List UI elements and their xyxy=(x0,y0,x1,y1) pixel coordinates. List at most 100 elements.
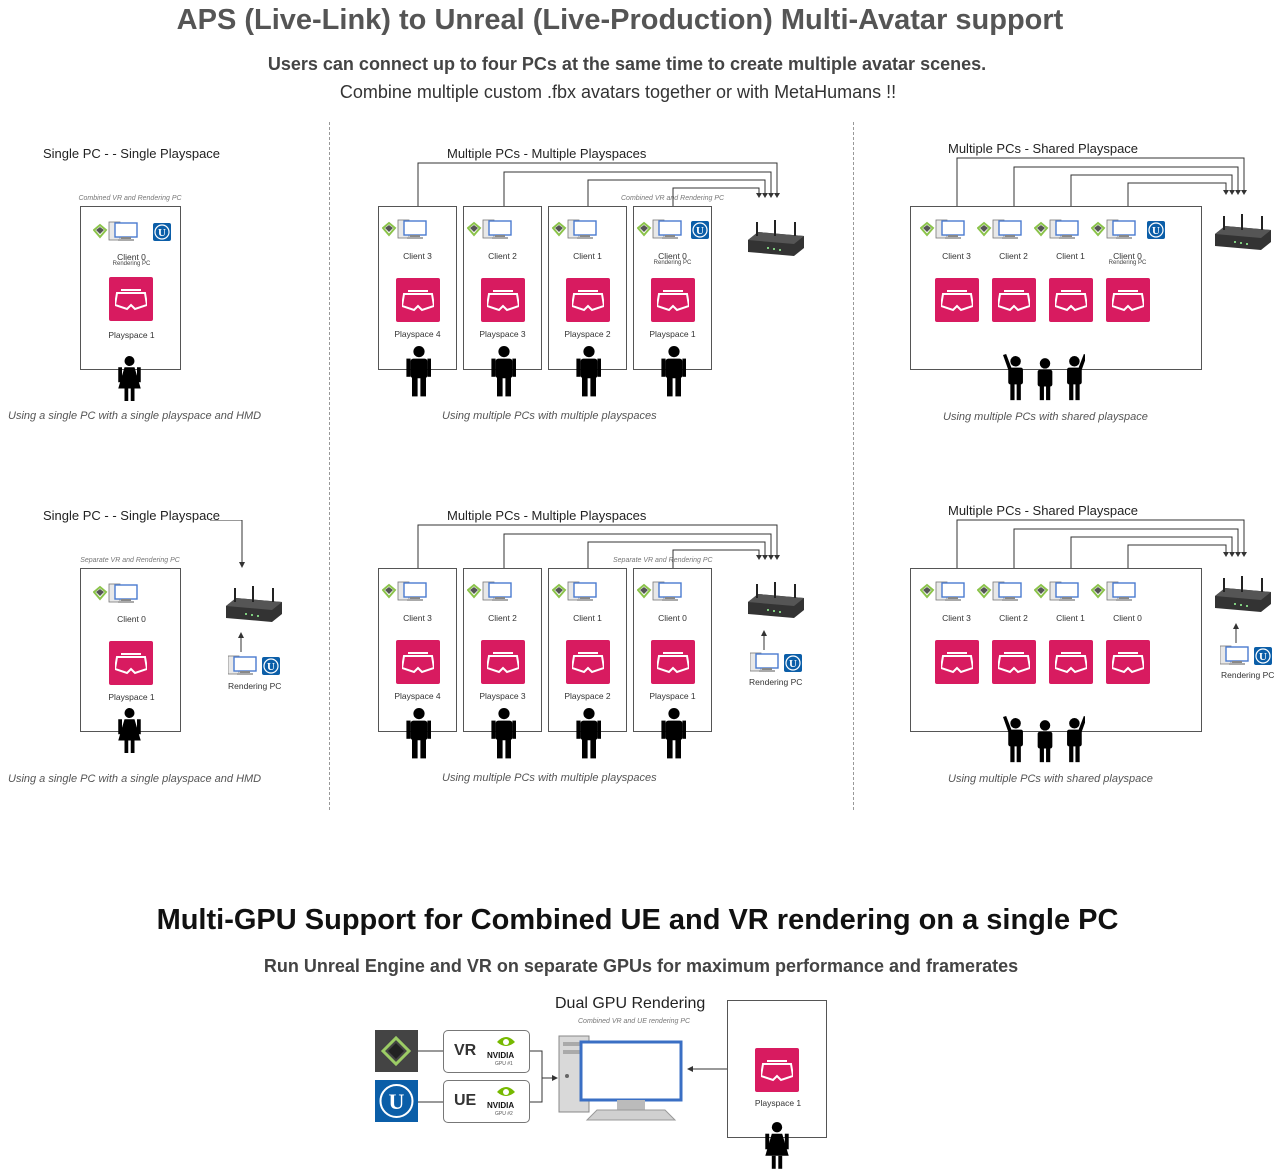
playspace-label: Playspace 4 xyxy=(394,691,441,701)
shared-top-title: Multiple PCs - Shared Playspace xyxy=(948,141,1139,156)
aps-pc-icon xyxy=(93,583,138,604)
vr-headset-icon xyxy=(481,278,525,322)
single-bottom-title: Single PC - - Single Playspace xyxy=(43,508,221,523)
aps-pc-icon xyxy=(552,581,597,602)
single-top-playspace: Playspace 1 xyxy=(108,330,155,340)
woman-icon xyxy=(118,356,141,401)
pc-ue-icons xyxy=(228,655,281,676)
single-top-client-sub: Rendering PC xyxy=(112,261,151,267)
aps-pc-icon xyxy=(552,219,597,240)
gpu-connectors xyxy=(418,1050,558,1103)
aps-logo-icon xyxy=(375,1030,418,1072)
shared-bottom-caption: Using multiple PCs with shared playspace xyxy=(948,773,1153,785)
aps-pc-icon xyxy=(382,219,427,240)
vr-headset-icon xyxy=(1106,640,1150,684)
playspace-label: Playspace 2 xyxy=(564,691,611,701)
client-label: Client 3 xyxy=(403,613,432,623)
playspace-label: Playspace 2 xyxy=(564,329,611,339)
vr-headset-icon xyxy=(109,641,153,685)
vr-headset-icon xyxy=(935,640,979,684)
vr-headset-icon xyxy=(109,277,153,321)
ue-label: UE xyxy=(454,1092,477,1109)
vr-gpu-card: VR NVIDIA GPU #1 xyxy=(443,1030,530,1073)
nvidia-icon xyxy=(497,1037,515,1046)
page-subtitle: Users can connect up to four PCs at the … xyxy=(267,54,987,74)
playspace-label: Playspace 4 xyxy=(394,329,441,339)
multi-top-title: Multiple PCs - Multiple Playspaces xyxy=(447,146,647,161)
arrow-up xyxy=(1233,623,1239,643)
client0-sub: Rendering PC xyxy=(1108,260,1147,266)
pc-ue-icons xyxy=(1220,645,1273,666)
client-label: Client 2 xyxy=(999,613,1028,623)
aps-pc-icon xyxy=(467,581,512,602)
single-bottom-box-caption: Separate VR and Rendering PC xyxy=(80,557,180,564)
shared-bottom-network-lines xyxy=(956,519,1247,582)
rendering-pc-label: Rendering PC xyxy=(228,681,282,691)
multi-top-network-lines xyxy=(417,162,780,220)
single-bottom-pc-box: Client 0 Playspace 1 xyxy=(80,568,181,732)
woman-icon xyxy=(765,1122,789,1169)
pc-ue-icons xyxy=(750,652,803,673)
playspace-label: Playspace 1 xyxy=(649,329,696,339)
gpu-diagram-title: Dual GPU Rendering xyxy=(555,995,706,1012)
group-people-icon xyxy=(1003,353,1085,401)
aps-pc-icon xyxy=(920,219,965,240)
single-bottom-client: Client 0 xyxy=(117,614,146,624)
router-icon xyxy=(1215,214,1271,250)
client-label: Client 1 xyxy=(573,613,602,623)
arrow-up xyxy=(761,630,767,650)
client-label: Client 1 xyxy=(1056,251,1085,261)
router-icon xyxy=(748,220,804,256)
playspace-label: Playspace 3 xyxy=(479,691,526,701)
client-label: Client 3 xyxy=(942,251,971,261)
single-bottom-line xyxy=(210,520,245,568)
gpu1-label: GPU #1 xyxy=(495,1061,513,1067)
ue-gpu-card: UE NVIDIA GPU #2 xyxy=(443,1080,530,1123)
single-top-box-caption: Combined VR and Rendering PC xyxy=(78,195,182,202)
vr-headset-icon xyxy=(755,1048,799,1092)
playspace-to-pc-arrow xyxy=(687,1066,729,1072)
person-icon xyxy=(406,708,431,759)
person-icon xyxy=(661,346,686,397)
client-label: Client 2 xyxy=(999,251,1028,261)
person-icon xyxy=(491,708,516,759)
vr-headset-icon xyxy=(992,640,1036,684)
aps-pc-icon xyxy=(1034,581,1079,602)
page-subtitle-2: Combine multiple custom .fbx avatars tog… xyxy=(339,82,897,102)
group-people-icon xyxy=(1003,715,1085,763)
client-label: Client 0 xyxy=(658,613,687,623)
router-icon xyxy=(1215,576,1271,612)
single-bottom-playspace: Playspace 1 xyxy=(108,692,155,702)
gpu-subtitle: Run Unreal Engine and VR on separate GPU… xyxy=(263,956,1019,976)
multi-bottom-box-caption: Separate VR and Rendering PC xyxy=(613,557,713,564)
playspace-label: Playspace 1 xyxy=(649,691,696,701)
router-icon xyxy=(748,582,804,618)
svg-text:U: U xyxy=(389,1089,405,1114)
single-top-client: Client 0 xyxy=(117,252,146,262)
vr-headset-icon xyxy=(992,278,1036,322)
vr-headset-icon xyxy=(651,278,695,322)
client-label: Client 3 xyxy=(403,251,432,261)
nvidia-label: NVIDIA xyxy=(487,1101,515,1110)
aps-pc-icon xyxy=(382,581,427,602)
rendering-pc-label: Rendering PC xyxy=(1221,670,1275,680)
shared-top-network-lines xyxy=(956,157,1247,220)
shared-top-caption: Using multiple PCs with shared playspace xyxy=(943,411,1148,423)
client-label: Client 3 xyxy=(942,613,971,623)
separator-right xyxy=(853,122,854,810)
gpu2-label: GPU #2 xyxy=(495,1111,513,1117)
unreal-logo-icon: U xyxy=(375,1080,418,1122)
arrow-up xyxy=(238,632,244,652)
client-label: Client 1 xyxy=(1056,613,1085,623)
vr-headset-icon xyxy=(935,278,979,322)
gpu-pc-caption: Combined VR and UE rendering PC xyxy=(578,1018,691,1025)
separator-left xyxy=(329,122,330,810)
multi-bottom-caption: Using multiple PCs with multiple playspa… xyxy=(442,772,657,784)
vr-headset-icon xyxy=(566,278,610,322)
rendering-pc-label: Rendering PC xyxy=(749,677,803,687)
vr-headset-icon xyxy=(396,278,440,322)
single-bottom-caption: Using a single PC with a single playspac… xyxy=(8,773,262,785)
vr-headset-icon xyxy=(1049,278,1093,322)
vr-headset-icon xyxy=(651,640,695,684)
nvidia-icon xyxy=(497,1087,515,1096)
